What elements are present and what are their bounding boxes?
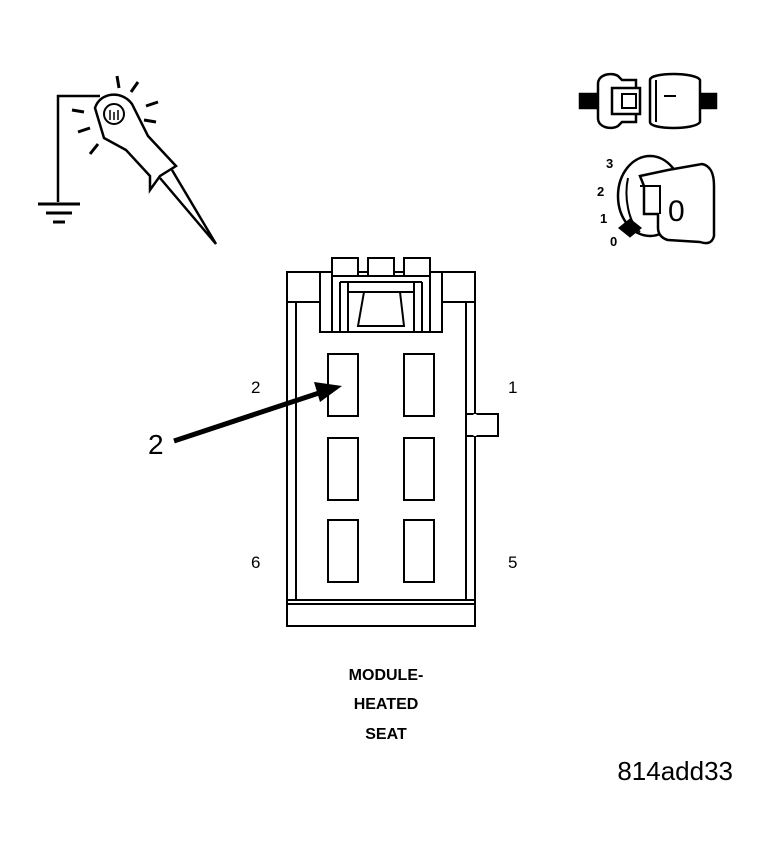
ignition-position-2: 2	[597, 184, 604, 199]
pin-label-top-left: 2	[251, 378, 260, 397]
connector-body	[286, 257, 499, 627]
pin-cavities	[327, 353, 435, 583]
pin-cavity-5	[403, 519, 435, 583]
pin-cavity-1	[403, 353, 435, 417]
pin-cavity-6	[327, 519, 359, 583]
figure-id: 814add33	[617, 756, 733, 786]
callout-number: 2	[148, 429, 164, 460]
callout-arrow	[173, 382, 342, 444]
ignition-position-1: 1	[600, 211, 607, 226]
caption-line-2: HEATED	[354, 696, 419, 713]
pin-label-top-right: 1	[508, 378, 517, 397]
pin-label-bottom-left: 6	[251, 553, 260, 572]
unplug-connector-icon	[578, 72, 718, 130]
caption-line-3: SEAT	[365, 726, 407, 743]
pin-cavity-3	[403, 437, 435, 501]
ignition-key-label: 0	[668, 195, 685, 228]
caption-line-1: MODULE-	[349, 667, 424, 684]
ignition-key-off-icon	[616, 154, 716, 245]
pin-cavity-4	[327, 437, 359, 501]
ignition-position-3: 3	[606, 156, 613, 171]
ignition-position-0: 0	[610, 234, 617, 249]
pin-label-bottom-right: 5	[508, 553, 517, 572]
test-probe-ground-icon	[38, 75, 218, 245]
